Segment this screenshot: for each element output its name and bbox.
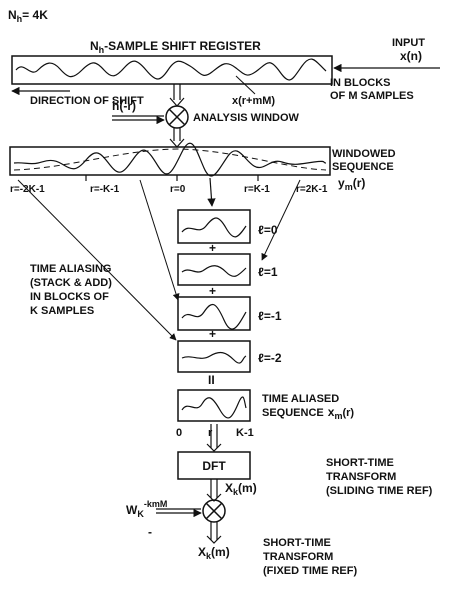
alias-block-lm2 [177, 340, 251, 373]
time-aliased-label: TIME ALIASED [262, 393, 339, 405]
input-signal-label: x(n) [400, 49, 422, 63]
blocks-label: IN BLOCKS [330, 77, 391, 89]
nh-label: Nh= 4K [8, 8, 48, 24]
window-function-label: h(-r) [112, 99, 136, 113]
tick-r-2k: r=2K-1 [296, 184, 328, 195]
blocks-label-2: OF M SAMPLES [330, 90, 414, 102]
xk-fixed-label: Xk(m) [198, 545, 230, 561]
analysis-multiplier [165, 105, 189, 129]
in-blocks-of-label: IN BLOCKS OF [30, 291, 109, 303]
l-label-1: ℓ=1 [258, 265, 278, 279]
l-label-0: ℓ=0 [258, 223, 278, 237]
input-label: INPUT [392, 37, 425, 49]
plus-sign-3: + [209, 327, 216, 341]
shift-register-title: Nh-SAMPLE SHIFT REGISTER [90, 39, 261, 55]
short-time-label-1: SHORT-TIME [326, 457, 394, 469]
sliding-ref-label: (SLIDING TIME REF) [326, 485, 433, 497]
register-waveform [15, 58, 327, 81]
time-aliasing-label: TIME ALIASING [30, 263, 111, 275]
plus-sign-1: + [209, 241, 216, 255]
tick-r-neg-k: r=-K-1 [90, 184, 120, 195]
alias-block-lm1 [177, 296, 251, 331]
shift-register-box [11, 55, 333, 85]
windowed-sequence-box [9, 146, 331, 176]
windowed-label: WINDOWED [332, 148, 396, 160]
transform-label-1: TRANSFORM [326, 471, 396, 483]
direction-label: DIRECTION OF SHIFT [30, 95, 144, 107]
plus-sign-2: + [209, 284, 216, 298]
tick-r-k: r=K-1 [244, 184, 270, 195]
analysis-window-label: ANALYSIS WINDOW [193, 112, 300, 124]
signal-pointer [235, 75, 256, 95]
windowed-waveform [13, 142, 327, 177]
signal-label: x(r+mM) [232, 95, 275, 107]
alias-block-l0 [177, 209, 251, 244]
tick-r-zero: r=0 [170, 184, 186, 195]
ym-label: ym(r) [338, 176, 365, 192]
aliased-tick-0: 0 [176, 427, 182, 439]
stack-add-label: (STACK & ADD) [30, 277, 112, 289]
twiddle-factor-label: WK-kmM [126, 499, 167, 519]
window-envelope [13, 148, 327, 171]
alias-block-l1 [177, 253, 251, 286]
l-label-neg2: ℓ=-2 [258, 351, 282, 365]
modulation-multiplier [202, 499, 226, 523]
dft-block [177, 451, 251, 480]
xk-sliding-label: Xk(m) [225, 481, 257, 497]
aliased-tick-end: K-1 [236, 427, 254, 439]
sequence-label: SEQUENCE [332, 161, 394, 173]
stray-mark: - [148, 525, 152, 539]
l-label-neg1: ℓ=-1 [258, 309, 282, 323]
time-aliased-block [177, 389, 251, 422]
fixed-ref-label: (FIXED TIME REF) [263, 565, 357, 577]
equals-sign: II [208, 373, 215, 387]
k-samples-label: K SAMPLES [30, 305, 94, 317]
short-time-label-2: SHORT-TIME [263, 537, 331, 549]
transform-label-2: TRANSFORM [263, 551, 333, 563]
dft-label: DFT [202, 459, 226, 473]
